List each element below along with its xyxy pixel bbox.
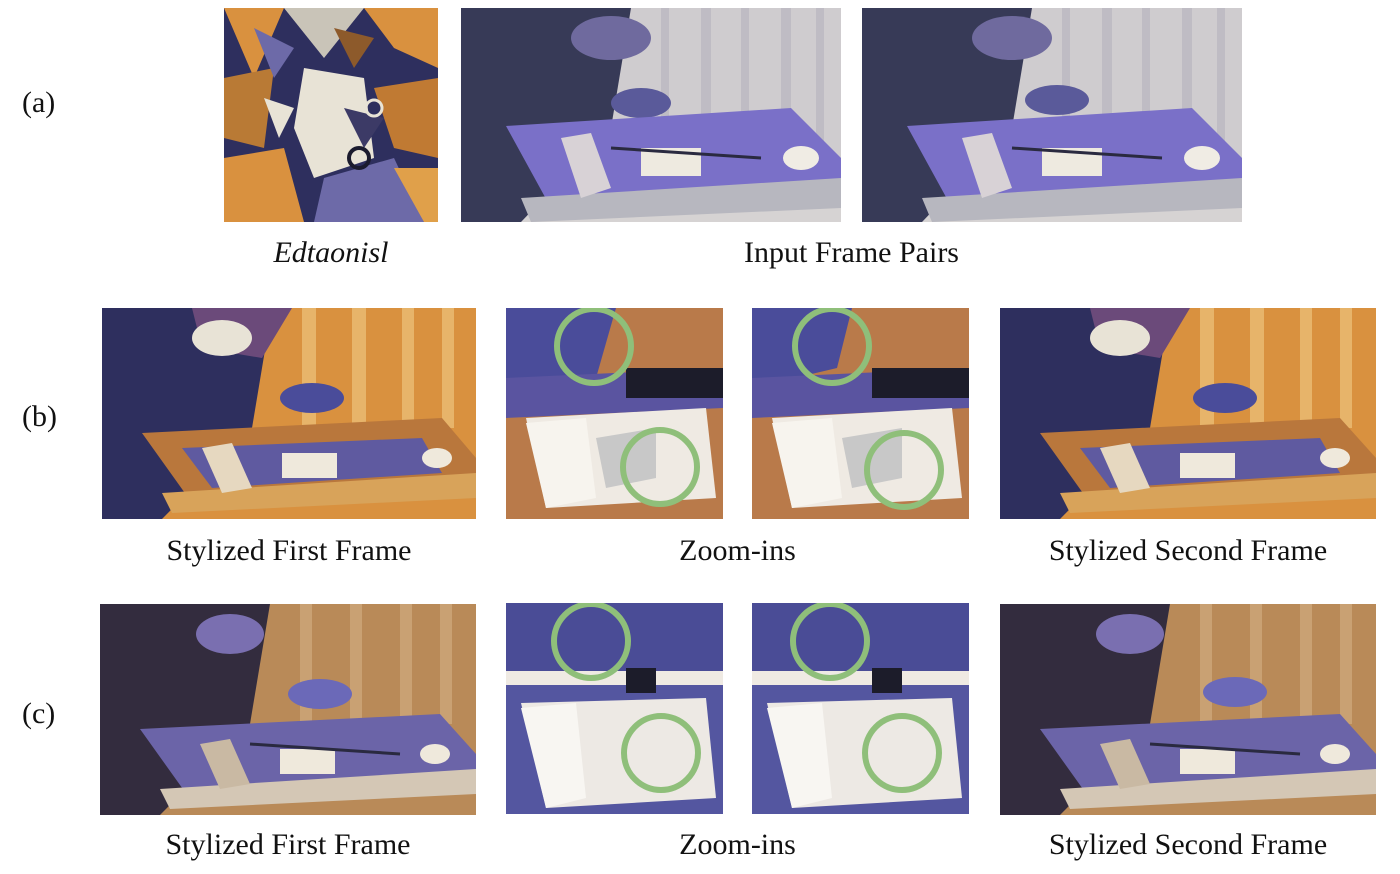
caption-style-edtaonisl: Edtaonisl [273, 236, 389, 269]
row-label-a: (a) [22, 86, 56, 119]
caption-stylized-second-frame-c: Stylized Second Frame [1048, 828, 1328, 861]
row-label-c: (c) [22, 697, 56, 730]
zoom-in-first-b [506, 308, 723, 519]
style-image-edtaonisl [224, 8, 438, 222]
highlight-circle [621, 713, 701, 793]
caption-input-frame-pairs: Input Frame Pairs [744, 236, 959, 269]
input-frame-second [862, 8, 1242, 222]
stylized-first-frame-c [100, 604, 476, 815]
highlight-circle [790, 603, 870, 681]
stylized-second-frame-b [1000, 308, 1376, 519]
highlight-circle [862, 713, 942, 793]
stylized-first-frame-b [102, 308, 476, 519]
zoom-in-second-b [752, 308, 969, 519]
input-frame-first [461, 8, 841, 222]
highlight-circle [864, 430, 944, 510]
zoom-in-second-c [752, 603, 969, 814]
highlight-circle [554, 308, 634, 386]
caption-stylized-first-frame-c: Stylized First Frame [165, 828, 411, 861]
caption-stylized-first-frame-b: Stylized First Frame [166, 534, 412, 567]
row-label-b: (b) [22, 400, 57, 433]
highlight-circle [551, 603, 631, 681]
caption-zoom-ins-b: Zoom-ins [679, 534, 796, 567]
highlight-circle [620, 427, 700, 507]
stylized-second-frame-c [1000, 604, 1376, 815]
caption-zoom-ins-c: Zoom-ins [679, 828, 796, 861]
caption-stylized-second-frame-b: Stylized Second Frame [1048, 534, 1328, 567]
zoom-in-first-c [506, 603, 723, 814]
highlight-circle [792, 308, 872, 386]
